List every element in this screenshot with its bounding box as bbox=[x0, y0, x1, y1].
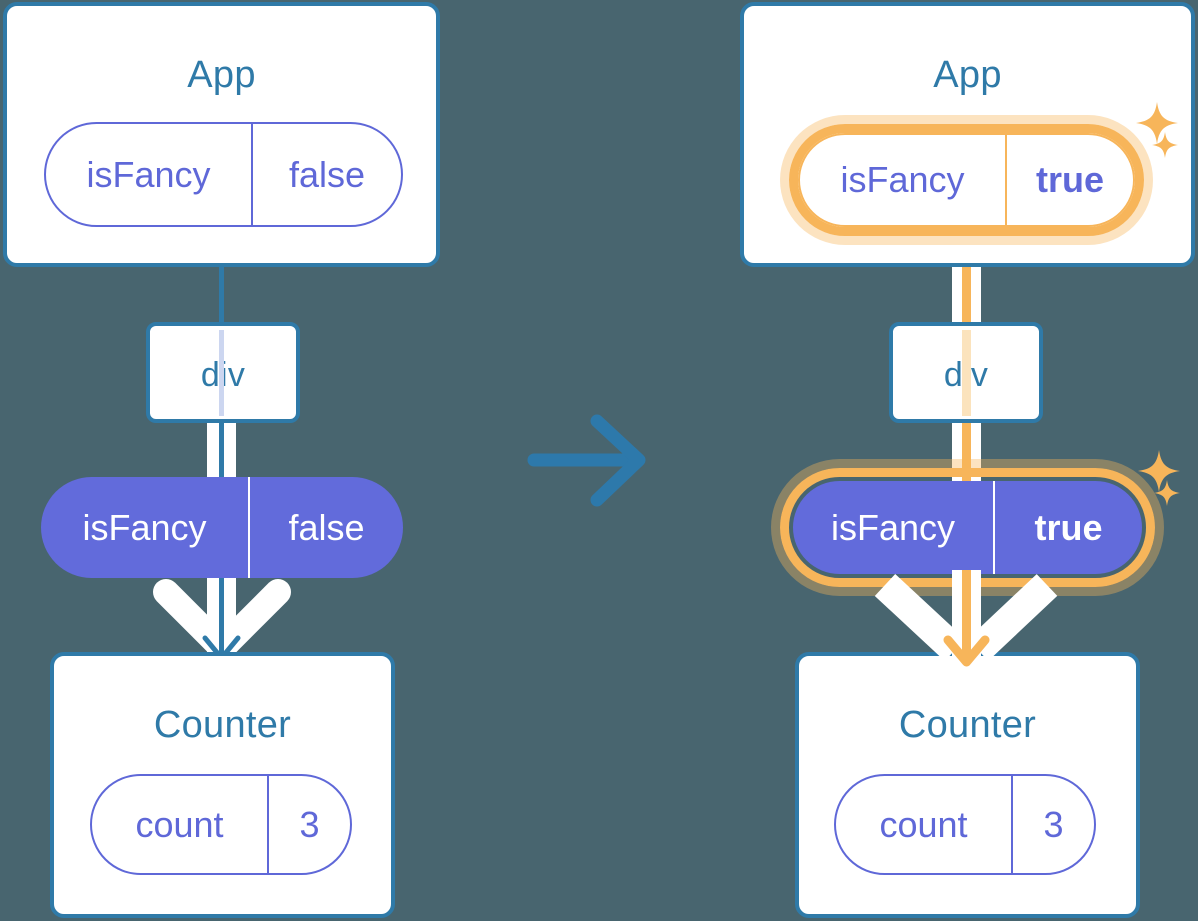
pill-app-state-before: isFancy false bbox=[44, 122, 403, 227]
connector-through-div-before bbox=[219, 330, 224, 416]
arrow-left-wedge-before bbox=[153, 579, 235, 661]
sparkle-large-top bbox=[1136, 102, 1178, 144]
card-counter-title-after: Counter bbox=[898, 704, 1037, 746]
card-app-title-after: App bbox=[933, 54, 1002, 96]
connector-through-div-after bbox=[962, 330, 971, 416]
arrow-left-wedge-after bbox=[874, 574, 966, 661]
pill-counter-state-value-after: 3 bbox=[1011, 776, 1094, 873]
connector-div-to-prop-after bbox=[962, 420, 971, 492]
connector-app-to-div-after bbox=[962, 222, 971, 326]
pill-app-state-key-after: isFancy bbox=[840, 159, 965, 200]
pill-counter-state-after: count 3 bbox=[834, 774, 1096, 875]
pill-prop-before: isFancy false bbox=[41, 477, 403, 578]
pill-app-state-value-after: true bbox=[1005, 135, 1133, 225]
sparkle-large-mid bbox=[1138, 450, 1180, 492]
connector-div-to-prop-before bbox=[219, 420, 224, 492]
arrow-right-wedge-after bbox=[967, 574, 1058, 661]
pill-app-state-value-before: false bbox=[251, 124, 401, 225]
card-counter-title-before: Counter bbox=[153, 704, 292, 746]
pill-prop-key-before: isFancy bbox=[82, 506, 207, 548]
card-app-title-before: App bbox=[187, 54, 256, 96]
pill-counter-state-key-before: count bbox=[135, 803, 224, 845]
pill-counter-state-before: count 3 bbox=[90, 774, 352, 875]
sparkle-small-top bbox=[1152, 132, 1178, 158]
pill-prop-value-before: false bbox=[248, 477, 403, 578]
pill-prop-after: isFancy true bbox=[793, 481, 1142, 574]
pill-app-state-after: isFancy true bbox=[798, 133, 1135, 227]
arrow-right-wedge-before bbox=[209, 579, 291, 661]
pill-app-state-key-before: isFancy bbox=[86, 153, 211, 195]
pill-counter-state-key-after: count bbox=[879, 803, 968, 845]
arrow-right-icon bbox=[527, 414, 646, 507]
pill-counter-state-value-before: 3 bbox=[267, 776, 350, 873]
sparkle-small-mid bbox=[1154, 480, 1180, 506]
connector-app-to-div-before bbox=[219, 222, 224, 326]
arrow-shaft-halo-after bbox=[952, 570, 981, 662]
pill-prop-value-after: true bbox=[993, 481, 1142, 574]
pill-prop-key-after: isFancy bbox=[830, 506, 956, 548]
